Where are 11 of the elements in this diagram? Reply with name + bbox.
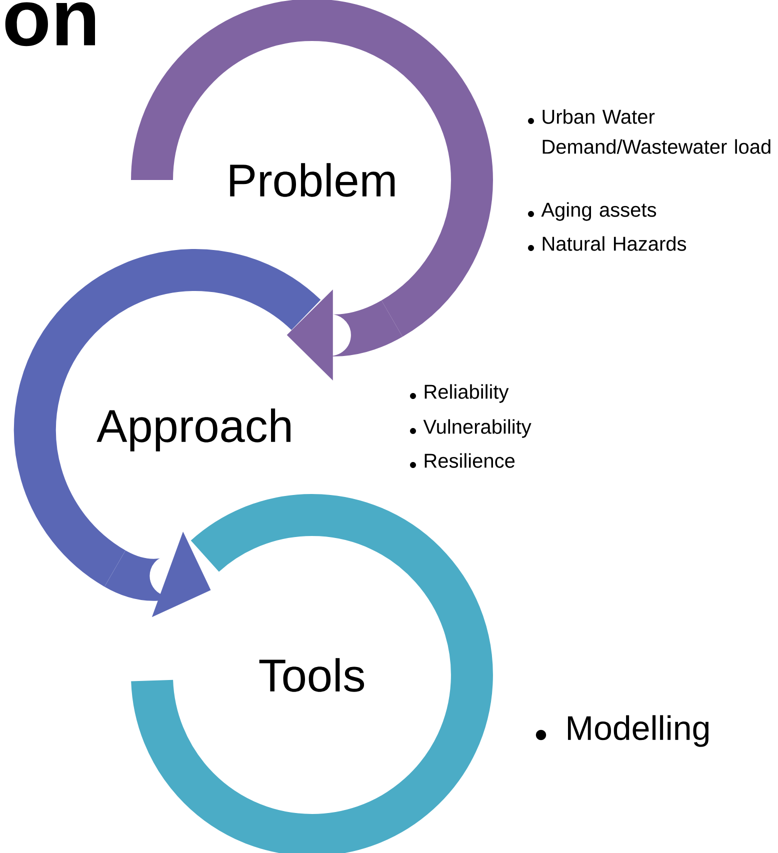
ring-node: Approach xyxy=(14,249,320,586)
ring-node: Problem xyxy=(131,0,493,336)
bullet-item: Urban Water Demand/Wastewater load xyxy=(528,109,770,154)
bullet-item: Natural Hazards xyxy=(528,236,686,251)
bullet-item: Resilience xyxy=(410,453,515,468)
bullet-item: Vulnerability xyxy=(410,419,532,438)
ring-node: Tools xyxy=(131,494,493,853)
bullet-item: Aging assets xyxy=(528,202,656,221)
bullet-item: Modelling xyxy=(536,715,708,747)
bullet-item: Reliability xyxy=(410,384,509,403)
title: on xyxy=(5,2,95,46)
